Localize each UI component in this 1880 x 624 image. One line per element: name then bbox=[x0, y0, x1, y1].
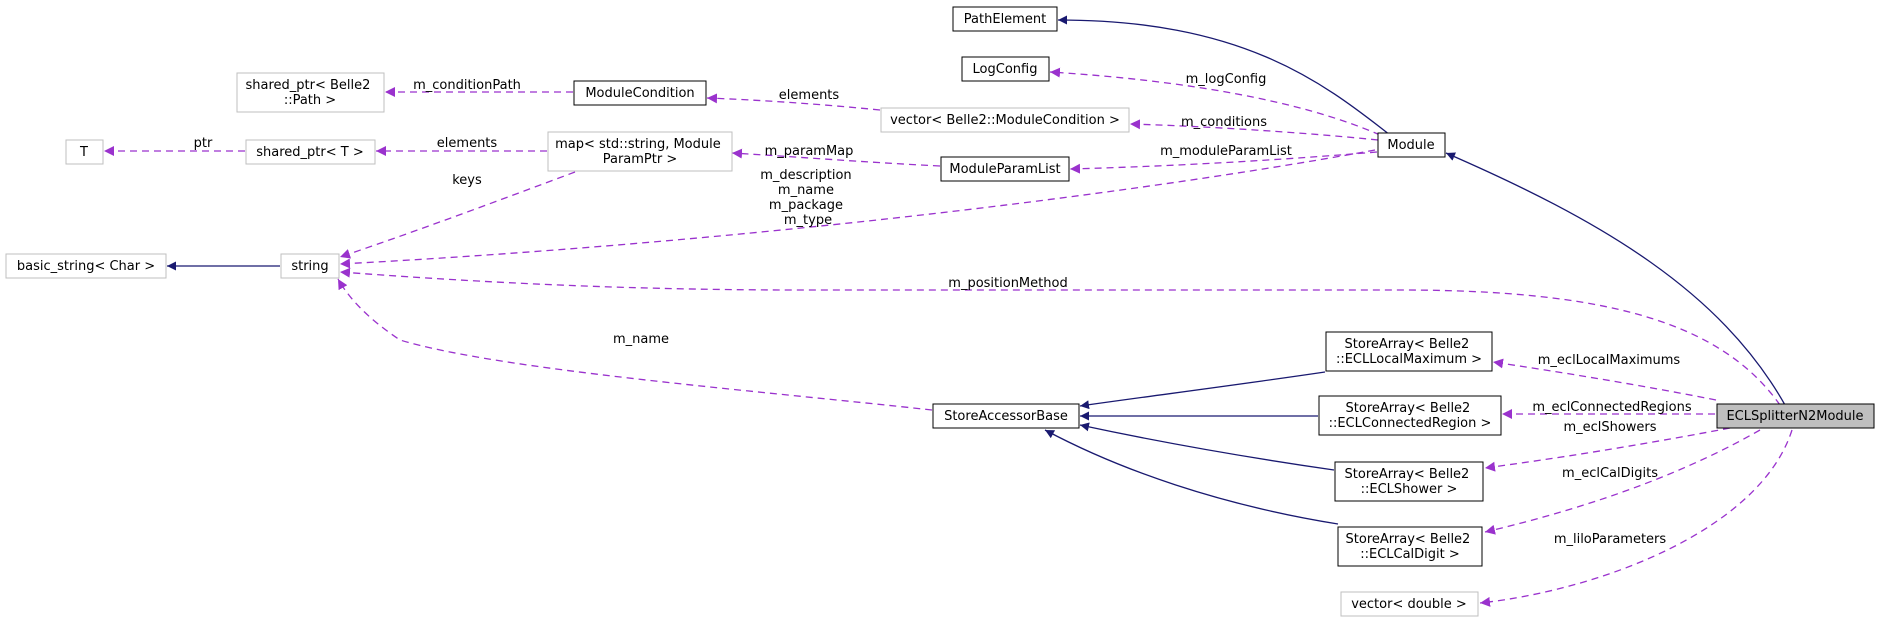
edge-m-lilo-parameters bbox=[1479, 429, 1793, 607]
svg-text:basic_string< Char >: basic_string< Char > bbox=[17, 259, 155, 274]
edge-label-module-strings: m_description m_name m_package m_type bbox=[760, 168, 856, 228]
edge-m-conditions bbox=[1129, 119, 1379, 141]
edge-label-m-ecl-local-maximums: m_eclLocalMaximums bbox=[1538, 353, 1681, 368]
node-store-accessor-base[interactable]: StoreAccessorBase bbox=[932, 403, 1080, 429]
node-shared-ptr-path: shared_ptr< Belle2 ::Path > bbox=[236, 72, 385, 113]
node-module-param-list[interactable]: ModuleParamList bbox=[940, 156, 1070, 182]
edge-label-elements-condition: elements bbox=[779, 88, 840, 103]
svg-text:shared_ptr< Belle2 ::P: shared_ptr< Belle2 ::Path > bbox=[245, 78, 374, 108]
svg-text:StoreArray< Belle2 ::E: StoreArray< Belle2 ::ECLCalDigit > bbox=[1346, 532, 1475, 562]
node-module[interactable]: Module bbox=[1377, 132, 1446, 158]
edge-label-m-position-method: m_positionMethod bbox=[948, 276, 1067, 291]
edge-m-position-method bbox=[339, 267, 1781, 406]
edge-shower-inherits-store-accessor bbox=[1079, 422, 1335, 471]
edge-label-elements-map: elements bbox=[437, 136, 498, 151]
edge-label-ptr: ptr bbox=[194, 136, 213, 151]
edge-labels: m_conditionPath elements m_logConfig m_c… bbox=[194, 72, 1692, 547]
node-store-array-ecl-connected-region[interactable]: StoreArray< Belle2 ::ECLConnectedRegion … bbox=[1318, 395, 1502, 436]
edge-label-m-conditions: m_conditions bbox=[1181, 115, 1267, 130]
edge-label-m-ecl-connected-regions: m_eclConnectedRegions bbox=[1532, 400, 1691, 415]
edge-m-ecl-cal-digits bbox=[1484, 429, 1761, 535]
svg-text:PathElement: PathElement bbox=[964, 12, 1046, 27]
svg-text:map< std::string, Module: map< std::string, Module ParamPtr > bbox=[555, 137, 725, 167]
edge-local-max-inherits-store-accessor bbox=[1079, 371, 1326, 410]
node-module-condition[interactable]: ModuleCondition bbox=[573, 80, 707, 106]
svg-text:StoreAccessorBase: StoreAccessorBase bbox=[944, 409, 1068, 424]
svg-text:LogConfig: LogConfig bbox=[973, 62, 1038, 77]
edge-m-module-param-list bbox=[1069, 151, 1378, 174]
edge-m-param-map bbox=[731, 148, 941, 167]
edge-label-keys: keys bbox=[452, 173, 482, 188]
node-basic-string: basic_string< Char > bbox=[5, 253, 167, 279]
edge-label-m-condition-path: m_conditionPath bbox=[413, 78, 521, 93]
edge-keys bbox=[339, 171, 576, 259]
edge-label-m-lilo-parameters: m_liloParameters bbox=[1554, 532, 1667, 547]
edge-ecl-splitter-inherits-module bbox=[1445, 152, 1786, 406]
svg-text:string: string bbox=[291, 259, 328, 274]
edge-elements-condition bbox=[706, 93, 881, 111]
svg-text:ModuleParamList: ModuleParamList bbox=[949, 162, 1060, 177]
node-store-array-ecl-shower[interactable]: StoreArray< Belle2 ::ECLShower > bbox=[1334, 461, 1484, 502]
edge-m-name-store bbox=[337, 278, 933, 411]
node-vector-module-condition: vector< Belle2::ModuleCondition > bbox=[880, 107, 1130, 133]
node-t: T bbox=[65, 139, 104, 165]
edge-cal-digit-inherits-store-accessor bbox=[1044, 429, 1339, 525]
node-store-array-ecl-local-maximum[interactable]: StoreArray< Belle2 ::ECLLocalMaximum > bbox=[1325, 331, 1493, 372]
edge-label-m-ecl-showers: m_eclShowers bbox=[1563, 420, 1656, 435]
node-ecl-splitter-n2-module[interactable]: ECLSplitterN2Module bbox=[1716, 403, 1875, 429]
svg-text:Module: Module bbox=[1387, 138, 1434, 153]
svg-text:vector< double >: vector< double > bbox=[1351, 597, 1467, 612]
svg-text:StoreArray< Belle2 ::E: StoreArray< Belle2 ::ECLConnectedRegion … bbox=[1329, 401, 1492, 431]
node-vector-double: vector< double > bbox=[1340, 591, 1479, 617]
node-log-config[interactable]: LogConfig bbox=[961, 56, 1050, 82]
nodes: PathElement LogConfig shared_ptr< Belle2… bbox=[5, 6, 1875, 617]
node-map-string-module-param-ptr: map< std::string, Module ParamPtr > bbox=[547, 131, 733, 172]
svg-text:vector< Belle2::ModuleConditio: vector< Belle2::ModuleCondition > bbox=[890, 113, 1120, 128]
svg-text:StoreArray< Belle2 ::E: StoreArray< Belle2 ::ECLShower > bbox=[1345, 467, 1474, 497]
edge-label-m-module-param-list: m_moduleParamList bbox=[1160, 144, 1292, 159]
svg-text:shared_ptr< T >: shared_ptr< T > bbox=[256, 145, 363, 160]
edge-m-ecl-showers bbox=[1484, 427, 1731, 472]
node-path-element[interactable]: PathElement bbox=[952, 6, 1058, 32]
node-string: string bbox=[280, 253, 340, 279]
edge-m-log-config bbox=[1049, 67, 1381, 136]
svg-text:StoreArray< Belle2 ::E: StoreArray< Belle2 ::ECLLocalMaximum > bbox=[1336, 337, 1482, 367]
edge-label-m-ecl-cal-digits: m_eclCalDigits bbox=[1562, 466, 1658, 481]
edge-m-ecl-local-maximums bbox=[1492, 358, 1717, 401]
svg-text:ECLSplitterN2Module: ECLSplitterN2Module bbox=[1726, 409, 1863, 424]
edge-label-m-param-map: m_paramMap bbox=[765, 144, 854, 159]
edge-module-strings bbox=[339, 149, 1376, 269]
edge-label-m-name-store: m_name bbox=[613, 332, 669, 347]
node-store-array-ecl-cal-digit[interactable]: StoreArray< Belle2 ::ECLCalDigit > bbox=[1337, 526, 1483, 567]
svg-text:ModuleCondition: ModuleCondition bbox=[585, 86, 694, 101]
svg-text:T: T bbox=[79, 145, 88, 160]
edge-module-inherits-path-element bbox=[1057, 15, 1391, 136]
edge-label-m-log-config: m_logConfig bbox=[1186, 72, 1267, 87]
node-shared-ptr-t: shared_ptr< T > bbox=[245, 139, 376, 165]
edges bbox=[104, 15, 1793, 607]
